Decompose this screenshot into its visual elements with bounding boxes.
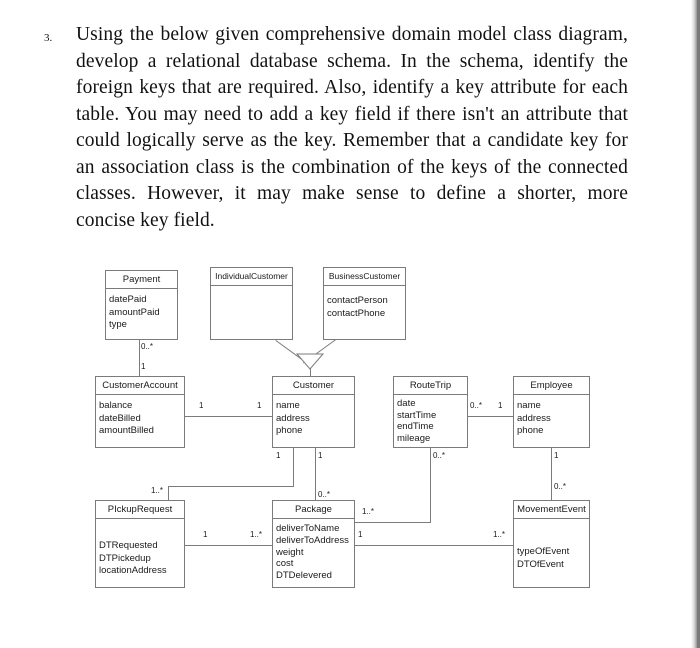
class-attributes-customeraccount: balance dateBilled amountBilled xyxy=(96,395,184,440)
connector-routetrip-employee xyxy=(468,416,513,417)
connector-customer-pickup-seg3 xyxy=(168,486,169,508)
multiplicity-package-to-routetrip: 1..* xyxy=(362,507,375,516)
class-box-employee[interactable]: Employee name address phone xyxy=(513,376,590,448)
attribute: datePaid xyxy=(109,294,147,305)
attribute: cost xyxy=(276,558,294,570)
attribute: DTOfEvent xyxy=(517,558,564,570)
attribute: date xyxy=(397,398,416,409)
multiplicity-account-to-payment: 1 xyxy=(141,362,146,371)
class-box-individualcustomer[interactable]: IndividualCustomer xyxy=(210,267,293,340)
class-box-businesscustomer[interactable]: BusinessCustomer contactPerson contactPh… xyxy=(323,267,406,340)
multiplicity-movement-from-employee: 0..* xyxy=(554,482,567,491)
class-name-payment: Payment xyxy=(106,271,177,289)
connector-customeraccount-customer xyxy=(185,416,272,417)
class-name-employee: Employee xyxy=(514,377,589,395)
multiplicity-account-to-customer: 1 xyxy=(199,401,204,410)
attribute: amountPaid xyxy=(109,306,160,318)
class-attributes-employee: name address phone xyxy=(514,395,589,440)
class-attributes-payment: datePaid amountPaid type xyxy=(106,289,177,334)
multiplicity-routetrip-to-employee: 0..* xyxy=(470,401,483,410)
multiplicity-customer-to-account: 1 xyxy=(257,401,262,410)
multiplicity-payment-to-account: 0..* xyxy=(141,342,154,351)
class-attributes-package: deliverToName deliverToAddress weight co… xyxy=(273,519,354,584)
attribute: address xyxy=(517,412,551,424)
attribute: deliverToAddress xyxy=(276,534,349,546)
class-attributes-routetrip: date startTime endTime mileage xyxy=(394,395,467,446)
attribute: locationAddress xyxy=(99,565,167,576)
class-name-movementevent: MovementEvent xyxy=(514,501,589,519)
question-block: 3. Using the below given comprehensive d… xyxy=(44,22,628,234)
class-box-movementevent[interactable]: MovementEvent typeOfEvent DTOfEvent xyxy=(513,500,590,588)
connector-package-movementevent xyxy=(355,545,513,546)
question-number: 3. xyxy=(44,32,53,44)
page-gutter xyxy=(691,0,700,648)
attribute: mileage xyxy=(397,432,431,444)
multiplicity-customer-to-pickup-top: 1 xyxy=(276,451,281,460)
connector-customer-pickup-seg1 xyxy=(293,448,294,486)
connector-payment-customeraccount xyxy=(139,340,140,376)
multiplicity-employee-to-movement: 1 xyxy=(554,451,559,460)
class-name-customeraccount: CustomerAccount xyxy=(96,377,184,395)
multiplicity-pickup-to-package: 1 xyxy=(203,530,208,539)
connector-routetrip-package-seg1 xyxy=(430,448,431,522)
class-name-pickuprequest: PIckupRequest xyxy=(96,501,184,519)
attribute: DTRequested xyxy=(99,540,158,551)
class-name-customer: Customer xyxy=(273,377,354,395)
attribute: contactPhone xyxy=(327,307,386,319)
class-attributes-businesscustomer: contactPerson contactPhone xyxy=(324,286,405,322)
generalization-triangle-icon xyxy=(296,353,324,370)
multiplicity-package-from-pickup: 1..* xyxy=(250,530,263,539)
class-box-pickuprequest[interactable]: PIckupRequest DTRequested DTPickedup loc… xyxy=(95,500,185,588)
class-box-package[interactable]: Package deliverToName deliverToAddress w… xyxy=(272,500,355,588)
class-attributes-customer: name address phone xyxy=(273,395,354,440)
scan-edge xyxy=(697,0,700,648)
class-name-package: Package xyxy=(273,501,354,519)
attribute: endTime xyxy=(397,421,434,432)
multiplicity-employee-to-routetrip: 1 xyxy=(498,401,503,410)
connector-pickuprequest-package xyxy=(185,545,272,546)
multiplicity-customer-to-package-top: 1 xyxy=(318,451,323,460)
class-name-individualcustomer: IndividualCustomer xyxy=(211,268,292,286)
attribute: weight xyxy=(276,546,304,558)
attribute: type xyxy=(109,319,127,330)
connector-customer-pickup-seg2 xyxy=(168,486,294,487)
attribute: typeOfEvent xyxy=(517,546,570,557)
multiplicity-movement-from-package: 1..* xyxy=(493,530,506,539)
connector-employee-movementevent xyxy=(551,448,552,500)
attribute: name xyxy=(276,400,300,411)
class-box-customer[interactable]: Customer name address phone xyxy=(272,376,355,448)
class-box-customeraccount[interactable]: CustomerAccount balance dateBilled amoun… xyxy=(95,376,185,448)
attribute: contactPerson xyxy=(327,295,388,306)
attribute: deliverToName xyxy=(276,523,340,534)
class-attributes-movementevent: typeOfEvent DTOfEvent xyxy=(514,519,589,573)
attribute: startTime xyxy=(397,409,437,421)
attribute: dateBilled xyxy=(99,412,141,424)
connector-generalization-to-customer xyxy=(310,368,311,378)
attribute: phone xyxy=(517,425,544,436)
class-box-payment[interactable]: Payment datePaid amountPaid type xyxy=(105,270,178,340)
class-box-routetrip[interactable]: RouteTrip date startTime endTime mileage xyxy=(393,376,468,448)
attribute: phone xyxy=(276,425,303,436)
attribute: address xyxy=(276,412,310,424)
connector-customer-package xyxy=(315,448,316,508)
multiplicity-pickup-from-customer: 1..* xyxy=(151,486,164,495)
question-text: Using the below given comprehensive doma… xyxy=(76,24,628,231)
uml-class-diagram: 0..* 1 1 1 0..* 1 1 1..* 1 0..* 0..* 1..… xyxy=(0,258,700,608)
attribute: DTDelevered xyxy=(276,570,332,582)
connector-routetrip-package-seg2 xyxy=(355,522,431,523)
multiplicity-package-to-movement: 1 xyxy=(358,530,363,539)
attribute: name xyxy=(517,400,541,411)
attribute: DTPickedup xyxy=(99,552,151,564)
attribute: balance xyxy=(99,400,133,411)
attribute: amountBilled xyxy=(99,425,154,436)
class-attributes-pickuprequest: DTRequested DTPickedup locationAddress xyxy=(96,519,184,580)
multiplicity-package-from-customer: 0..* xyxy=(318,490,331,499)
class-name-routetrip: RouteTrip xyxy=(394,377,467,395)
class-name-businesscustomer: BusinessCustomer xyxy=(324,268,405,286)
multiplicity-routetrip-to-package: 0..* xyxy=(433,451,446,460)
